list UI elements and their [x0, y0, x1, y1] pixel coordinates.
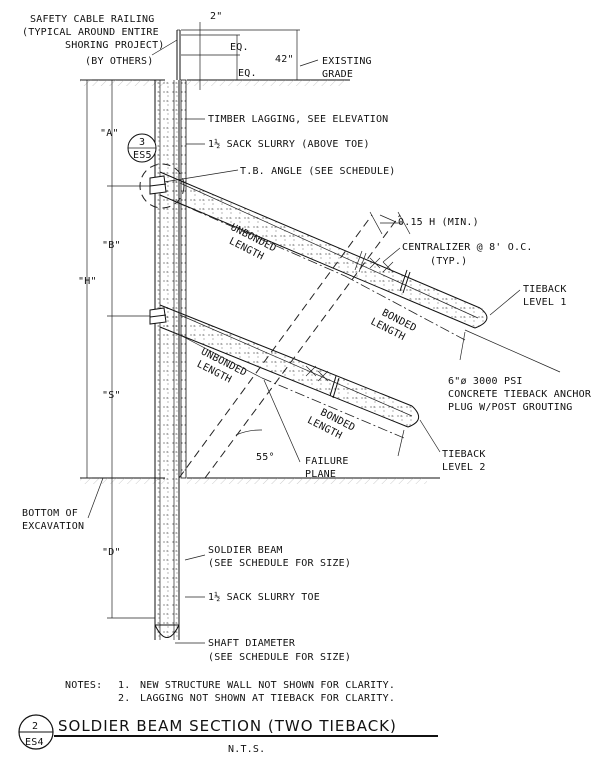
dim-42-inch: 42" [275, 54, 294, 65]
svg-text:EXISTING: EXISTING [322, 56, 372, 67]
leader-lines [87, 39, 561, 644]
dim-eq-lower: EQ. [238, 68, 257, 79]
length-dimension-lines [175, 201, 466, 457]
lagging-label: TIMBER LAGGING, SEE ELEVATION [208, 114, 388, 125]
svg-text:GRADE: GRADE [322, 69, 353, 80]
svg-text:(SEE SCHEDULE FOR SIZE): (SEE SCHEDULE FOR SIZE) [208, 558, 351, 569]
svg-text:ES5: ES5 [133, 150, 152, 161]
bottom-excavation-label: BOTTOM OF EXCAVATION [22, 508, 84, 532]
tb-angle-label: T.B. ANGLE (SEE SCHEDULE) [240, 166, 396, 177]
dim-b-label: "B" [102, 240, 121, 251]
svg-text:NEW STRUCTURE WALL NOT SHOWN F: NEW STRUCTURE WALL NOT SHOWN FOR CLARITY… [140, 680, 395, 691]
svg-text:FAILURE: FAILURE [305, 456, 349, 467]
existing-grade-label: EXISTING GRADE [322, 56, 372, 80]
svg-text:(TYPICAL AROUND ENTIRE: (TYPICAL AROUND ENTIRE [22, 27, 159, 38]
tieback-level-1-label: TIEBACK LEVEL 1 [523, 284, 567, 308]
tieback-level-1 [159, 171, 488, 329]
title-detail-sheet: ES4 [25, 737, 44, 748]
shaft-diameter-label: SHAFT DIAMETER (SEE SCHEDULE FOR SIZE) [208, 638, 351, 663]
detail-bubble-3: 3 ES5 [127, 133, 157, 163]
svg-text:(TYP.): (TYP.) [430, 256, 467, 267]
svg-text:1.: 1. [118, 680, 130, 691]
dim-2-inch: 2" [210, 11, 222, 22]
dim-s-label: "S" [102, 390, 121, 401]
tieback-level-2 [159, 304, 419, 428]
scale-label: N.T.S. [228, 744, 265, 755]
svg-text:PLANE: PLANE [305, 469, 336, 480]
svg-text:EXCAVATION: EXCAVATION [22, 521, 84, 532]
slurry-above-label: 1½ SACK SLURRY (ABOVE TOE) [208, 138, 370, 150]
tieback-anchor-heads [149, 175, 167, 325]
title-detail-number: 2 [32, 721, 38, 732]
title-block: 2 ES4 SOLDIER BEAM SECTION (TWO TIEBACK)… [18, 714, 438, 755]
svg-text:PLUG W/POST GROUTING: PLUG W/POST GROUTING [448, 402, 572, 413]
svg-text:SOLDIER BEAM: SOLDIER BEAM [208, 545, 283, 556]
vertical-dimensions [82, 79, 155, 619]
dim-eq-upper: EQ. [230, 42, 249, 53]
dim-a-label: "A" [100, 128, 119, 139]
svg-text:TIEBACK: TIEBACK [523, 284, 567, 295]
failure-plane-lines [178, 211, 411, 479]
svg-text:(BY OTHERS): (BY OTHERS) [85, 56, 153, 67]
failure-plane-label: FAILURE PLANE [305, 456, 349, 480]
soldier-beam-shaft [154, 80, 180, 640]
railing-label: SAFETY CABLE RAILING (TYPICAL AROUND ENT… [22, 14, 165, 67]
svg-text:BOTTOM OF: BOTTOM OF [22, 508, 78, 519]
existing-grade-line [80, 79, 350, 86]
svg-text:(SEE SCHEDULE FOR SIZE): (SEE SCHEDULE FOR SIZE) [208, 652, 351, 663]
timber-lagging [180, 79, 187, 479]
bonded-length-2: BONDED LENGTH [305, 407, 356, 442]
anchor-note-label: 6"ø 3000 PSI CONCRETE TIEBACK ANCHOR PLU… [448, 376, 592, 413]
angle-55-label: 55° [256, 452, 275, 463]
svg-text:LEVEL 2: LEVEL 2 [442, 462, 486, 473]
centralizer-label: CENTRALIZER @ 8' O.C. (TYP.) [402, 242, 533, 267]
tieback-level-2-label: TIEBACK LEVEL 2 [442, 449, 486, 473]
svg-text:CONCRETE TIEBACK ANCHOR: CONCRETE TIEBACK ANCHOR [448, 389, 592, 400]
svg-text:SHAFT DIAMETER: SHAFT DIAMETER [208, 638, 296, 649]
railing-post [176, 29, 181, 80]
notes-block: NOTES: 1. NEW STRUCTURE WALL NOT SHOWN F… [65, 680, 395, 704]
svg-text:SAFETY CABLE RAILING: SAFETY CABLE RAILING [30, 14, 154, 25]
svg-text:TIEBACK: TIEBACK [442, 449, 486, 460]
svg-text:LEVEL 1: LEVEL 1 [523, 297, 567, 308]
svg-text:LAGGING NOT SHOWN AT TIEBACK F: LAGGING NOT SHOWN AT TIEBACK FOR CLARITY… [140, 693, 395, 704]
dim-h-label: "H" [78, 276, 97, 287]
svg-text:SHORING PROJECT): SHORING PROJECT) [65, 40, 165, 51]
slurry-toe-label: 1½ SACK SLURRY TOE [208, 591, 320, 603]
svg-text:NOTES:: NOTES: [65, 680, 102, 691]
top-dimensions [181, 22, 300, 90]
svg-text:3: 3 [139, 137, 145, 148]
svg-text:6"ø 3000 PSI: 6"ø 3000 PSI [448, 376, 523, 387]
min-015h-label: 0.15 H (MIN.) [398, 217, 479, 228]
drawing-title: SOLDIER BEAM SECTION (TWO TIEBACK) [58, 717, 397, 735]
excavation-bottom-line [80, 477, 440, 484]
svg-text:CENTRALIZER @ 8' O.C.: CENTRALIZER @ 8' O.C. [402, 242, 533, 253]
soldier-beam-label: SOLDIER BEAM (SEE SCHEDULE FOR SIZE) [208, 545, 351, 569]
dim-d-label: "D" [102, 547, 121, 558]
svg-text:2.: 2. [118, 693, 130, 704]
